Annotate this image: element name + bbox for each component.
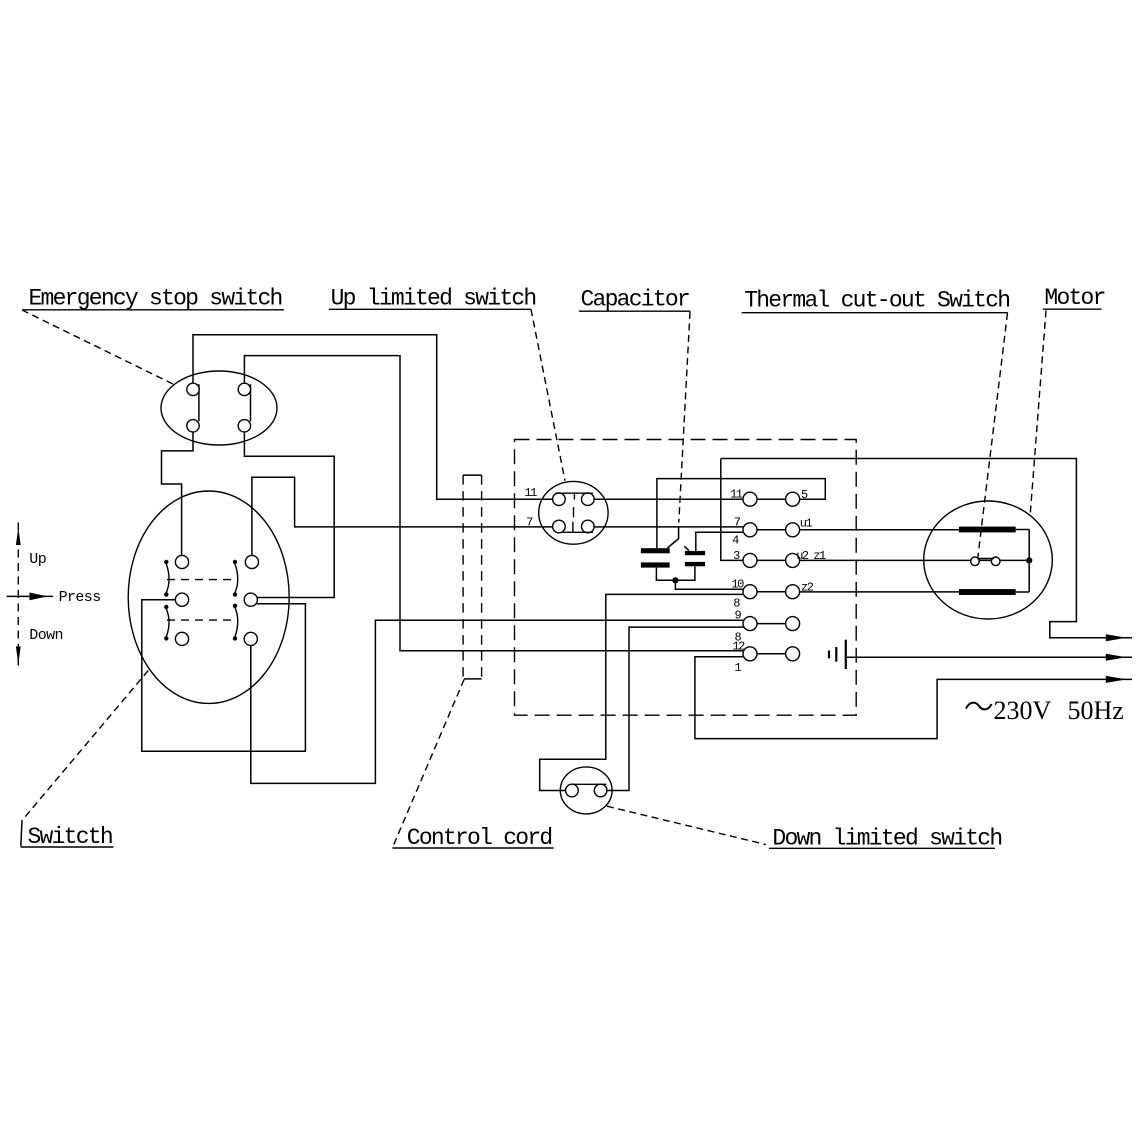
svg-text:11: 11: [524, 486, 537, 500]
svg-text:z2: z2: [801, 581, 814, 595]
svg-text:8: 8: [733, 596, 740, 610]
svg-text:3: 3: [733, 549, 740, 563]
svg-text:12: 12: [732, 640, 745, 654]
svg-text:Switcth: Switcth: [28, 824, 112, 850]
svg-text:Up: Up: [29, 551, 46, 568]
svg-text:u1: u1: [800, 516, 813, 530]
svg-text:Down limited switch: Down limited switch: [772, 825, 1001, 851]
svg-text:10: 10: [731, 578, 744, 592]
svg-text:Motor: Motor: [1044, 285, 1104, 311]
svg-text:4: 4: [732, 534, 739, 548]
svg-text:u2 z1: u2 z1: [796, 549, 826, 563]
svg-text:Thermal cut-out Switch: Thermal cut-out Switch: [744, 288, 1009, 314]
svg-text:Press: Press: [59, 589, 101, 606]
svg-text:Down: Down: [29, 627, 63, 644]
svg-text:7: 7: [526, 516, 533, 530]
svg-text:Emergency stop switch: Emergency stop switch: [29, 286, 282, 312]
svg-text:8: 8: [734, 631, 741, 645]
svg-text:Capacitor: Capacitor: [581, 287, 689, 313]
svg-text:1: 1: [734, 661, 741, 675]
svg-text:Up limited switch: Up limited switch: [331, 286, 536, 312]
svg-text:9: 9: [734, 608, 741, 622]
svg-text:50Hz: 50Hz: [1068, 696, 1124, 725]
svg-text:11: 11: [730, 488, 743, 502]
svg-text:7: 7: [734, 515, 741, 529]
svg-text:Control cord: Control cord: [407, 825, 552, 851]
svg-text:230V: 230V: [994, 696, 1052, 725]
svg-text:5: 5: [801, 488, 808, 502]
